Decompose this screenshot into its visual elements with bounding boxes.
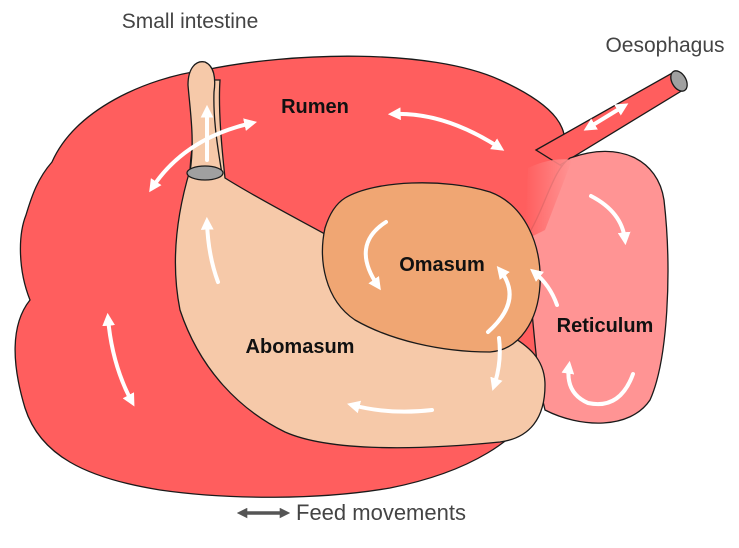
- abomasum-label: Abomasum: [246, 336, 355, 358]
- rumen-label: Rumen: [281, 96, 349, 118]
- legend-label: Feed movements: [296, 500, 466, 525]
- pylorus-opening: [187, 166, 223, 180]
- reticulum-label: Reticulum: [557, 315, 654, 337]
- oesophagus-label: Oesophagus: [605, 34, 724, 57]
- small-intestine-label: Small intestine: [122, 10, 259, 33]
- omasum-label: Omasum: [399, 254, 485, 276]
- legend: Feed movements: [241, 500, 466, 525]
